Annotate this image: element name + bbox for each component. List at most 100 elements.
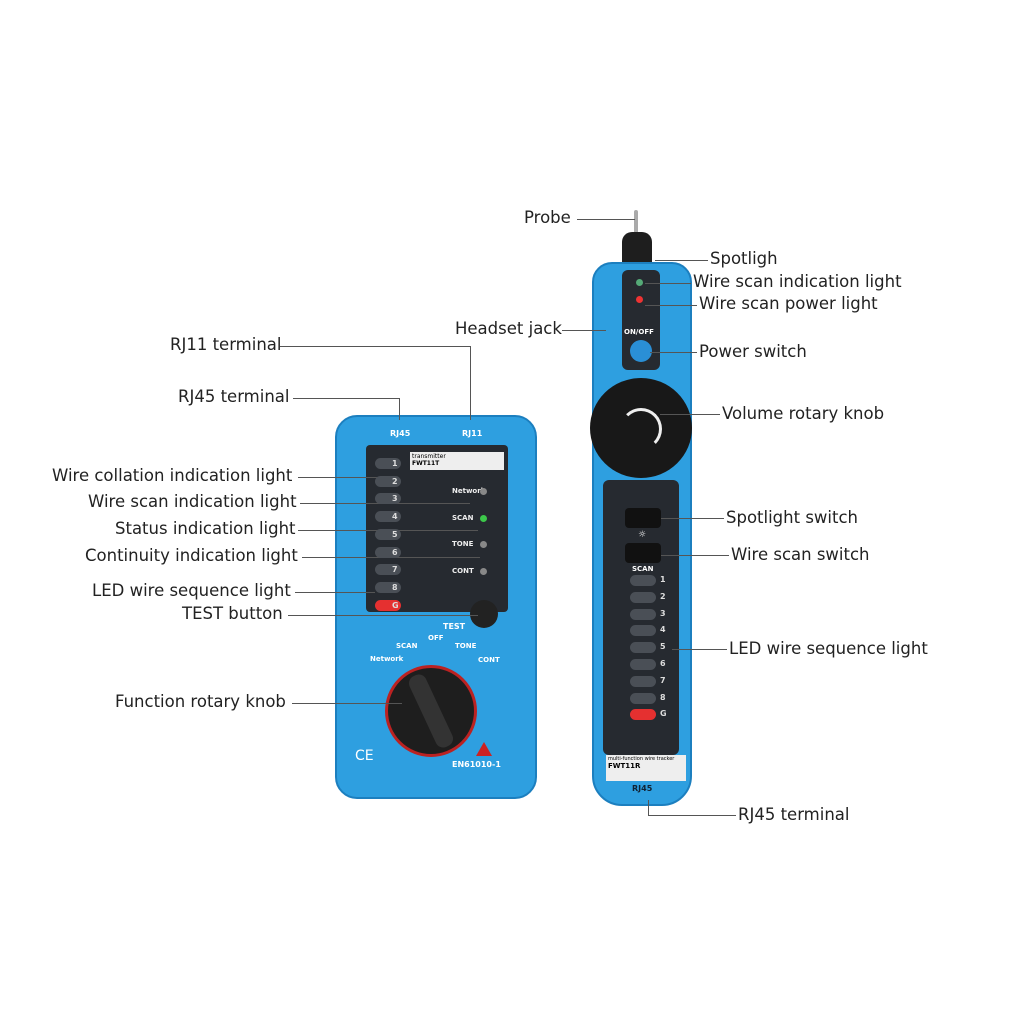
standard-label: EN61010-1 bbox=[452, 760, 501, 769]
label-rj45-terminal-right: RJ45 terminal bbox=[738, 805, 850, 824]
leader-line bbox=[562, 330, 606, 331]
leader-line bbox=[645, 283, 691, 284]
mode-label: SCAN bbox=[396, 642, 418, 650]
leader-line bbox=[645, 305, 697, 306]
led-light bbox=[375, 511, 401, 523]
leader-line bbox=[660, 414, 720, 415]
status-light bbox=[480, 488, 487, 495]
ce-mark: CE bbox=[355, 748, 374, 764]
label-test-button: TEST button bbox=[182, 604, 283, 623]
led-number: 5 bbox=[660, 642, 666, 652]
leader-line bbox=[648, 800, 649, 816]
rj45-port-label: RJ45 bbox=[632, 784, 653, 793]
leader-line bbox=[661, 518, 724, 519]
sticker-text: multi-function wire tracker bbox=[608, 756, 675, 762]
led-number: 3 bbox=[660, 608, 666, 618]
probe-tip bbox=[634, 210, 638, 240]
status-light bbox=[480, 567, 487, 575]
power-switch[interactable] bbox=[630, 340, 652, 362]
led-light bbox=[630, 625, 656, 637]
led-light bbox=[630, 675, 656, 687]
label-power-switch: Power switch bbox=[699, 342, 807, 361]
led-number: 8 bbox=[660, 692, 666, 702]
model-text: FWT11R bbox=[608, 762, 641, 770]
label-headset-jack: Headset jack bbox=[455, 319, 562, 338]
label-volume-knob: Volume rotary knob bbox=[722, 404, 885, 423]
led-number: 3 bbox=[392, 494, 398, 504]
led-number: 6 bbox=[392, 547, 398, 557]
label-status-light: Status indication light bbox=[115, 519, 296, 538]
label-scan-indication: Wire scan indication light bbox=[693, 272, 902, 291]
label-led-sequence-light-right: LED wire sequence light bbox=[729, 639, 928, 658]
model-text: FWT11T bbox=[412, 460, 440, 467]
led-number: 6 bbox=[660, 659, 666, 668]
onoff-label: ON/OFF bbox=[624, 328, 654, 336]
led-light bbox=[375, 599, 401, 611]
leader-line bbox=[577, 219, 635, 220]
led-light bbox=[630, 608, 656, 620]
volume-rotary-knob[interactable] bbox=[590, 378, 692, 478]
status-label: Network bbox=[452, 487, 486, 495]
leader-line bbox=[648, 815, 736, 816]
scan-indication-light bbox=[636, 279, 643, 286]
status-light bbox=[480, 514, 487, 522]
led-light bbox=[375, 581, 401, 593]
label-led-sequence-light: LED wire sequence light bbox=[92, 581, 291, 600]
led-number: 5 bbox=[392, 529, 398, 539]
led-light bbox=[375, 475, 401, 487]
label-function-knob: Function rotary knob bbox=[115, 692, 286, 711]
probe-cap bbox=[622, 232, 652, 266]
led-number: 7 bbox=[392, 565, 398, 575]
led-light bbox=[630, 642, 656, 654]
label-scan-power: Wire scan power light bbox=[699, 294, 878, 313]
test-label: TEST bbox=[443, 622, 466, 631]
leader-line bbox=[661, 555, 729, 556]
led-number: 8 bbox=[392, 582, 398, 592]
leader-line bbox=[650, 352, 697, 353]
led-number: 2 bbox=[392, 476, 398, 486]
mode-label: CONT bbox=[478, 656, 500, 664]
led-light bbox=[630, 575, 656, 586]
function-rotary-knob[interactable] bbox=[385, 665, 477, 757]
spotlight-switch[interactable] bbox=[625, 508, 661, 528]
led-light bbox=[375, 528, 401, 540]
leader-line bbox=[672, 649, 727, 650]
label-wire-collation-light: Wire collation indication light bbox=[52, 466, 293, 485]
rj11-port-label: RJ11 bbox=[462, 429, 483, 438]
led-light bbox=[375, 546, 401, 558]
mode-label: Network bbox=[370, 655, 404, 663]
leader-line bbox=[655, 260, 708, 261]
leader-line bbox=[298, 477, 380, 478]
led-light bbox=[375, 458, 401, 469]
status-label: TONE bbox=[452, 540, 474, 548]
scan-power-light bbox=[636, 296, 643, 303]
label-wire-scan-light: Wire scan indication light bbox=[88, 492, 297, 511]
label-wire-scan-switch: Wire scan switch bbox=[731, 545, 870, 564]
rj45-port-label: RJ45 bbox=[390, 429, 411, 438]
test-button[interactable] bbox=[470, 600, 498, 628]
led-number: G bbox=[660, 709, 667, 719]
leader-line bbox=[288, 615, 478, 616]
leader-line bbox=[292, 703, 402, 704]
led-light bbox=[630, 591, 656, 603]
led-number: 2 bbox=[660, 591, 666, 601]
label-rj11-terminal: RJ11 terminal bbox=[170, 335, 282, 354]
sun-icon: ☼ bbox=[638, 530, 647, 540]
warning-icon bbox=[476, 742, 492, 756]
label-continuity-light: Continuity indication light bbox=[85, 546, 298, 565]
sticker-text: transmitter bbox=[412, 453, 446, 460]
label-probe: Probe bbox=[524, 208, 571, 227]
led-number: 4 bbox=[392, 512, 398, 522]
led-number: 1 bbox=[392, 459, 398, 468]
wire-scan-switch[interactable] bbox=[625, 543, 661, 563]
led-number: 1 bbox=[660, 575, 666, 584]
led-light bbox=[630, 692, 656, 704]
status-light bbox=[480, 541, 487, 548]
knob-grip bbox=[406, 671, 456, 751]
led-light bbox=[375, 493, 401, 505]
led-number: 7 bbox=[660, 675, 666, 685]
mode-label: OFF bbox=[428, 634, 444, 642]
leader-line bbox=[302, 557, 480, 558]
